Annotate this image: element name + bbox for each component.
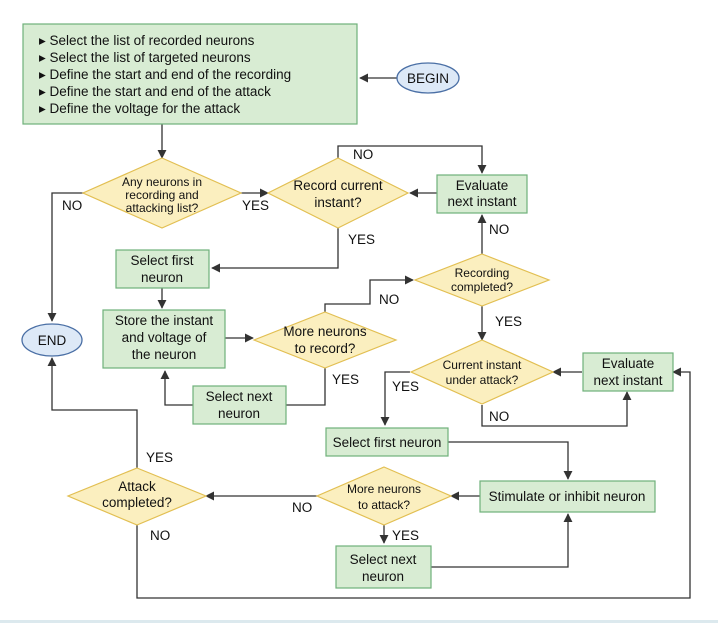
recording-completed-line-2: completed? (451, 280, 513, 294)
decision-record-current: Record current instant? (266, 157, 410, 229)
label-no-record-top: NO (353, 147, 373, 162)
label-yes-more-attack: YES (392, 528, 419, 543)
init-step-5-text: Define the voltage for the attack (50, 101, 241, 116)
label-no-recording-completed: NO (379, 292, 399, 307)
more-record-line-2: to record? (295, 341, 356, 356)
edge-more-record-yes-to-select-next (286, 368, 326, 406)
edge-attack-yes-to-select-first (380, 371, 410, 426)
evaluate-right-line-1: Evaluate (602, 356, 655, 371)
more-record-line-1: More neurons (283, 324, 367, 339)
label-no-under-attack: NO (489, 409, 509, 424)
evaluate-next-instant-top: Evaluate next instant (436, 174, 528, 214)
label-no-more-attack: NO (292, 500, 312, 515)
edge-select-next-to-store (160, 370, 193, 406)
select-next-neuron-top: Select next neuron (192, 385, 287, 425)
init-step-1-text: Select the list of recorded neurons (50, 33, 255, 48)
bullet-4: ▸ (39, 84, 50, 99)
init-step-4-text: Define the start and end of the attack (50, 84, 272, 99)
store-instant-box: Store the instant and voltage of the neu… (102, 309, 226, 369)
select-first-top-line-2: neuron (141, 270, 183, 285)
label-no-any-neurons: NO (62, 198, 82, 213)
evaluate-right-line-2: next instant (593, 373, 662, 388)
label-yes-any-neurons: YES (242, 198, 269, 213)
init-steps-box: ▸ Select the list of recorded neurons ▸ … (22, 23, 358, 125)
select-next-bottom-line-1: Select next (350, 552, 417, 567)
any-neurons-line-2: recording and (125, 188, 198, 202)
evaluate-next-instant-right: Evaluate next instant (582, 352, 674, 392)
begin-label: BEGIN (407, 71, 449, 86)
end-terminal: END (21, 323, 83, 357)
label-yes-more-record: YES (332, 372, 359, 387)
bullet-3: ▸ (39, 67, 50, 82)
under-attack-line-1: Current instant (443, 358, 522, 372)
edge-record-yes-to-select-first (211, 228, 339, 273)
label-no-evaluate: NO (489, 222, 509, 237)
select-first-top-line-1: Select first (130, 253, 193, 268)
edge-attack-no-to-evaluate (481, 391, 632, 427)
connectors (47, 73, 691, 599)
init-step-4: ▸ Define the start and end of the attack (39, 84, 271, 99)
init-step-2: ▸ Select the list of targeted neurons (39, 50, 251, 65)
init-step-5: ▸ Define the voltage for the attack (39, 101, 240, 116)
select-first-neuron-bottom: Select first neuron (325, 427, 449, 457)
edge-labels: NO YES NO YES NO NO YES YES YES NO YES N… (62, 147, 522, 543)
edge-attack-completed-no-to-evaluate (136, 367, 691, 599)
attack-completed-line-1: Attack (118, 479, 156, 494)
select-next-bottom-line-2: neuron (362, 569, 404, 584)
store-line-2: and voltage of (122, 330, 207, 345)
edge-record-no-to-evaluate (337, 145, 487, 174)
bullet-1: ▸ (39, 33, 50, 48)
label-no-attack-completed: NO (150, 528, 170, 543)
select-next-top-line-2: neuron (218, 406, 260, 421)
decision-current-under-attack: Current instant under attack? (409, 339, 555, 405)
select-next-neuron-bottom: Select next neuron (335, 545, 432, 589)
decision-attack-completed: Attack completed? (66, 467, 208, 526)
any-neurons-line-1: Any neurons in (122, 175, 202, 189)
select-first-bottom-label: Select first neuron (333, 435, 442, 450)
init-step-3: ▸ Define the start and end of the record… (39, 67, 291, 82)
evaluate-top-line-1: Evaluate (456, 178, 509, 193)
more-attack-line-2: to attack? (358, 498, 410, 512)
more-attack-line-1: More neurons (347, 482, 421, 496)
bullet-5: ▸ (39, 101, 50, 116)
recording-completed-line-1: Recording (455, 266, 510, 280)
store-line-3: the neuron (132, 347, 197, 362)
label-yes-attack-completed: YES (146, 450, 173, 465)
record-current-line-2: instant? (314, 195, 361, 210)
bullet-2: ▸ (39, 50, 50, 65)
select-next-top-line-1: Select next (206, 389, 273, 404)
select-first-neuron-top: Select first neuron (115, 249, 210, 289)
stimulate-label: Stimulate or inhibit neuron (489, 489, 646, 504)
label-yes-under-attack: YES (392, 379, 419, 394)
bottom-divider (0, 620, 718, 623)
begin-terminal: BEGIN (396, 62, 460, 94)
label-yes-recording-completed: YES (495, 314, 522, 329)
stimulate-inhibit-box: Stimulate or inhibit neuron (479, 480, 656, 513)
record-current-line-1: Record current (293, 178, 383, 193)
under-attack-line-2: under attack? (446, 373, 519, 387)
attack-completed-line-2: completed? (102, 495, 172, 510)
init-step-3-text: Define the start and end of the recordin… (50, 67, 292, 82)
decision-more-neurons-attack: More neurons to attack? (315, 466, 453, 526)
init-step-2-text: Select the list of targeted neurons (50, 50, 251, 65)
edge-any-no-to-end (47, 192, 85, 322)
edge-select-next-to-stimulate (431, 513, 573, 568)
decision-any-neurons: Any neurons in recording and attacking l… (81, 157, 243, 229)
end-label: END (38, 333, 67, 348)
store-line-1: Store the instant (115, 313, 214, 328)
decision-recording-completed: Recording completed? (413, 253, 551, 307)
edge-select-first-to-stimulate (448, 441, 573, 480)
edge-attack-yes-to-end (47, 357, 138, 468)
init-step-1: ▸ Select the list of recorded neurons (39, 33, 255, 48)
label-yes-record-current: YES (348, 232, 375, 247)
evaluate-top-line-2: next instant (447, 194, 516, 209)
any-neurons-line-3: attacking list? (126, 201, 199, 215)
edge-more-record-no-to-recording (324, 275, 414, 312)
decision-more-neurons-record: More neurons to record? (252, 311, 398, 369)
